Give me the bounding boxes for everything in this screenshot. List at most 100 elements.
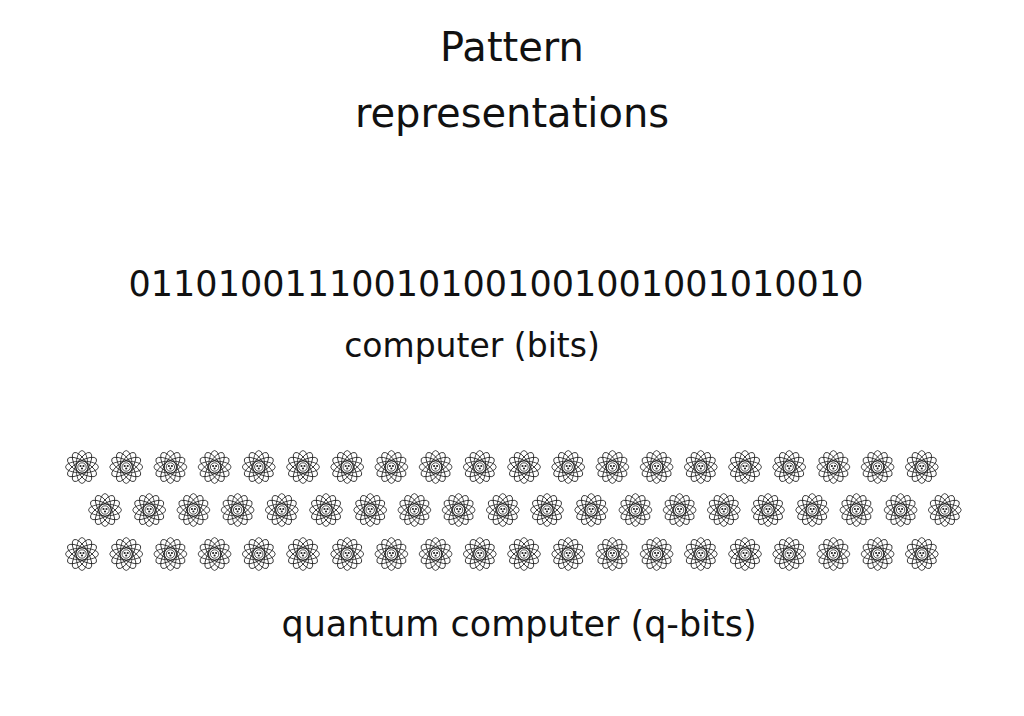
electron-orbit (639, 541, 674, 568)
electron-orbit (908, 537, 935, 572)
electron-orbit (776, 537, 803, 572)
electron-orbit (419, 548, 452, 560)
electron-orbit (551, 454, 586, 481)
electron-orbit (164, 451, 176, 484)
electron-orbit (401, 493, 428, 528)
electron-orbit (89, 504, 122, 516)
electron-orbit (596, 461, 629, 473)
electron-orbit (418, 541, 453, 568)
electron-orbit (489, 493, 516, 528)
electron-orbit (180, 493, 207, 528)
electron-orbit (143, 494, 155, 527)
electron-orbit (861, 461, 894, 473)
nucleon (567, 554, 569, 556)
nucleus-ground (852, 506, 860, 514)
electron-orbit (729, 548, 762, 560)
electron-orbit (430, 538, 442, 571)
nucleon (544, 508, 546, 510)
nucleus-ground (785, 463, 793, 471)
electron-orbit (772, 454, 807, 481)
electron-orbit (755, 493, 782, 528)
electron-orbit (555, 450, 582, 485)
nucleon (942, 508, 944, 510)
electron-orbit (153, 541, 188, 568)
nucleon (700, 554, 702, 556)
electron-orbit (357, 493, 384, 528)
electron-orbit (643, 450, 670, 485)
electron-orbit (177, 504, 210, 516)
electron-orbit (861, 548, 894, 560)
electron-orbit (113, 450, 140, 485)
electron-orbit (66, 461, 99, 473)
electron-orbit (422, 450, 449, 485)
electron-orbit (916, 451, 928, 484)
nucleon (458, 510, 460, 512)
nucleus-ground (189, 506, 197, 514)
electron-orbit (585, 494, 597, 527)
electron-orbit (334, 537, 361, 572)
electron-orbit (109, 454, 144, 481)
electron-orbit (418, 454, 453, 481)
atom-icon (65, 450, 100, 485)
nucleon (171, 552, 173, 554)
nucleon (831, 465, 833, 467)
nucleon (124, 552, 126, 554)
nucleon (857, 508, 859, 510)
electron-orbit (931, 493, 958, 528)
electron-orbit (639, 541, 674, 568)
nucleus-ground (366, 506, 374, 514)
electron-orbit (69, 537, 96, 572)
nucleon (371, 508, 373, 510)
electron-orbit (442, 504, 475, 516)
electron-orbit (872, 451, 884, 484)
atom-icon (816, 537, 851, 572)
electron-orbit (640, 461, 673, 473)
electron-orbit (534, 493, 561, 528)
nucleon (566, 552, 568, 554)
nucleon (390, 467, 392, 469)
nucleon (721, 508, 723, 510)
atom-icon (486, 493, 521, 528)
electron-orbit (153, 454, 188, 481)
electron-orbit (629, 494, 641, 527)
electron-orbit (113, 450, 140, 485)
atom-icon (441, 493, 476, 528)
electron-orbit (276, 494, 288, 527)
nucleon (500, 508, 502, 510)
electron-orbit (466, 537, 493, 572)
electron-orbit (555, 537, 582, 572)
electron-orbit (422, 450, 449, 485)
nucleon (345, 465, 347, 467)
nucleon (212, 552, 214, 554)
nucleon (480, 465, 482, 467)
nucleon (767, 510, 769, 512)
electron-orbit (136, 493, 163, 528)
nucleon (258, 554, 260, 556)
electron-orbit (354, 504, 387, 516)
atom-icon (639, 450, 674, 485)
nucleus-ground (520, 463, 528, 471)
nucleon (150, 508, 152, 510)
electron-orbit (827, 538, 839, 571)
electron-orbit (732, 450, 759, 485)
atom-icon (330, 537, 365, 572)
electron-orbit (197, 454, 232, 481)
electron-orbit (739, 538, 751, 571)
nucleus-ground (697, 463, 705, 471)
electron-orbit (883, 497, 918, 524)
electron-orbit (286, 541, 321, 568)
nucleus-ground (873, 550, 881, 558)
electron-orbit (622, 493, 649, 528)
electron-orbit (287, 548, 320, 560)
electron-orbit (732, 450, 759, 485)
electron-orbit (776, 450, 803, 485)
atom-icon (109, 537, 144, 572)
nucleon (834, 552, 836, 554)
nucleon (701, 465, 703, 467)
nucleon (191, 508, 193, 510)
nucleon (279, 508, 281, 510)
nucleon (787, 465, 789, 467)
atom-icon (463, 450, 498, 485)
electron-orbit (374, 454, 409, 481)
nucleon (348, 552, 350, 554)
